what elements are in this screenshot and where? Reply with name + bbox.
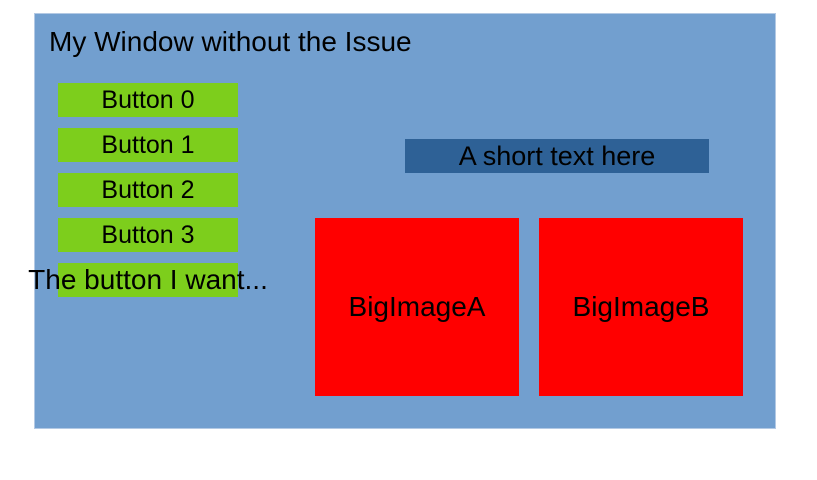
button-1-label: Button 1 bbox=[101, 130, 195, 159]
button-2[interactable]: Button 2 bbox=[58, 173, 238, 207]
button-0-label: Button 0 bbox=[101, 85, 195, 114]
short-text-bar-label: A short text here bbox=[458, 140, 656, 171]
overflow-button-label: The button I want... bbox=[28, 264, 268, 295]
button-3[interactable]: Button 3 bbox=[58, 218, 238, 252]
short-text-bar: A short text here bbox=[405, 139, 709, 173]
big-image-b-label: BigImageB bbox=[572, 291, 710, 322]
button-3-label: Button 3 bbox=[101, 220, 195, 249]
button-0[interactable]: Button 0 bbox=[58, 83, 238, 117]
big-image-a: BigImageA bbox=[315, 218, 519, 396]
big-image-a-label: BigImageA bbox=[348, 291, 486, 322]
button-2-label: Button 2 bbox=[101, 175, 195, 204]
mock-window: My Window without the Issue Button 0 But… bbox=[28, 13, 776, 429]
overflow-button[interactable]: The button I want... bbox=[28, 263, 268, 297]
window-title: My Window without the Issue bbox=[49, 26, 412, 57]
button-1[interactable]: Button 1 bbox=[58, 128, 238, 162]
big-image-b: BigImageB bbox=[539, 218, 743, 396]
